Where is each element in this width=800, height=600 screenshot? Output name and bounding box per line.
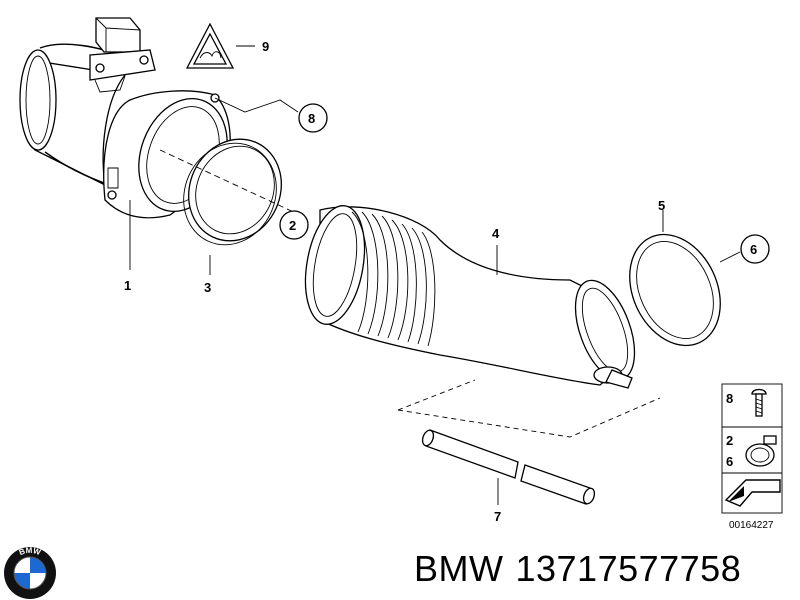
svg-text:9: 9 — [262, 39, 269, 54]
svg-text:1: 1 — [124, 278, 131, 293]
svg-text:2: 2 — [289, 218, 296, 233]
part-ring-clamp — [629, 210, 741, 347]
part-warning-label — [185, 22, 255, 69]
legend-num-8: 8 — [726, 391, 733, 406]
svg-text:BMW: BMW — [18, 546, 42, 557]
svg-text:7: 7 — [494, 509, 501, 524]
callout-9: 9 — [262, 39, 269, 54]
legend-num-2: 2 — [726, 433, 733, 448]
callout-6: 6 — [740, 234, 770, 264]
callout-8: 8 — [298, 103, 328, 133]
diagram-number: 00164227 — [729, 520, 774, 531]
part-intake-boot — [304, 205, 636, 389]
callout-5: 5 — [658, 198, 665, 213]
screw-icon — [751, 388, 767, 417]
callout-7: 7 — [494, 509, 501, 524]
callout-1: 1 — [124, 278, 131, 293]
callout-4: 4 — [492, 226, 500, 241]
svg-text:8: 8 — [308, 111, 315, 126]
part-clamp-ring — [183, 138, 282, 275]
bmw-logo: BMW — [4, 546, 56, 599]
legend-box: 8 2 6 00164227 — [721, 383, 783, 531]
callout-3: 3 — [204, 280, 211, 295]
svg-text:5: 5 — [658, 198, 665, 213]
hose-clamp-icon — [745, 435, 777, 467]
part-vent-hose — [397, 379, 661, 505]
svg-text:6: 6 — [750, 242, 757, 257]
svg-text:4: 4 — [492, 226, 500, 241]
part-number-caption: BMW 13717577758 — [414, 548, 753, 590]
brand-name: BMW — [414, 548, 504, 589]
svg-text:3: 3 — [204, 280, 211, 295]
legend-num-6: 6 — [726, 454, 733, 469]
part-number: 13717577758 — [515, 548, 742, 589]
callout-2: 2 — [279, 210, 309, 240]
arrow-icon — [724, 479, 781, 507]
